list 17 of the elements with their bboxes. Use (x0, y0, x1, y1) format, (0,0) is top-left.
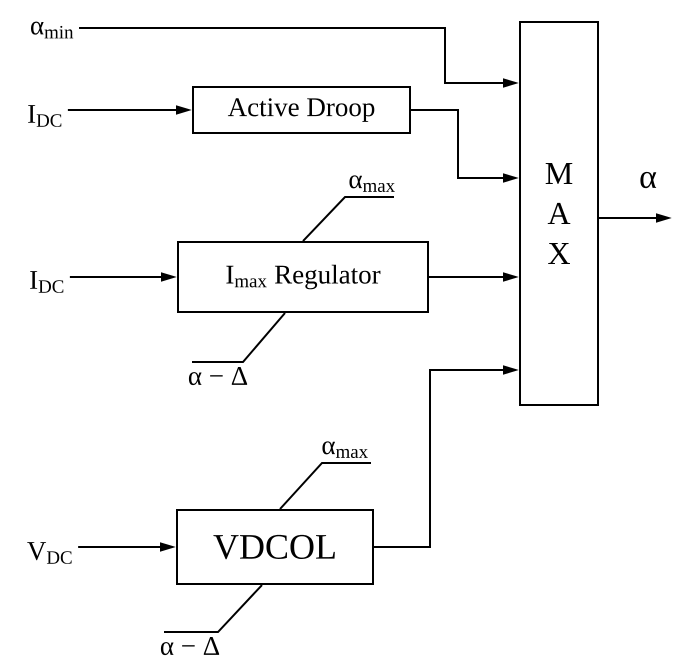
limit-line (279, 462, 371, 510)
edge-label: α (638, 170, 658, 190)
signal-label: α$_{min}$ (31, 22, 74, 38)
block-box: I$_{max}$ Regulator (177, 241, 429, 313)
block-box: Active Droop (192, 86, 411, 134)
signal-label: α − Δ (160, 637, 220, 656)
signal-label: α$_{max}$ (349, 175, 395, 192)
limit-line (192, 312, 286, 363)
signal-label: α − Δ (188, 367, 248, 386)
signal-label: V$_{DC}$ (27, 542, 72, 564)
block-box: VDCOL (176, 509, 374, 585)
signal-label: I$_{DC}$ (30, 271, 64, 293)
limit-line (164, 584, 263, 633)
max-block: M A X (519, 21, 599, 406)
limit-line (302, 196, 394, 242)
signal-label: α$_{max}$ (322, 441, 368, 458)
signal-label: I$_{DC}$ (28, 105, 62, 127)
